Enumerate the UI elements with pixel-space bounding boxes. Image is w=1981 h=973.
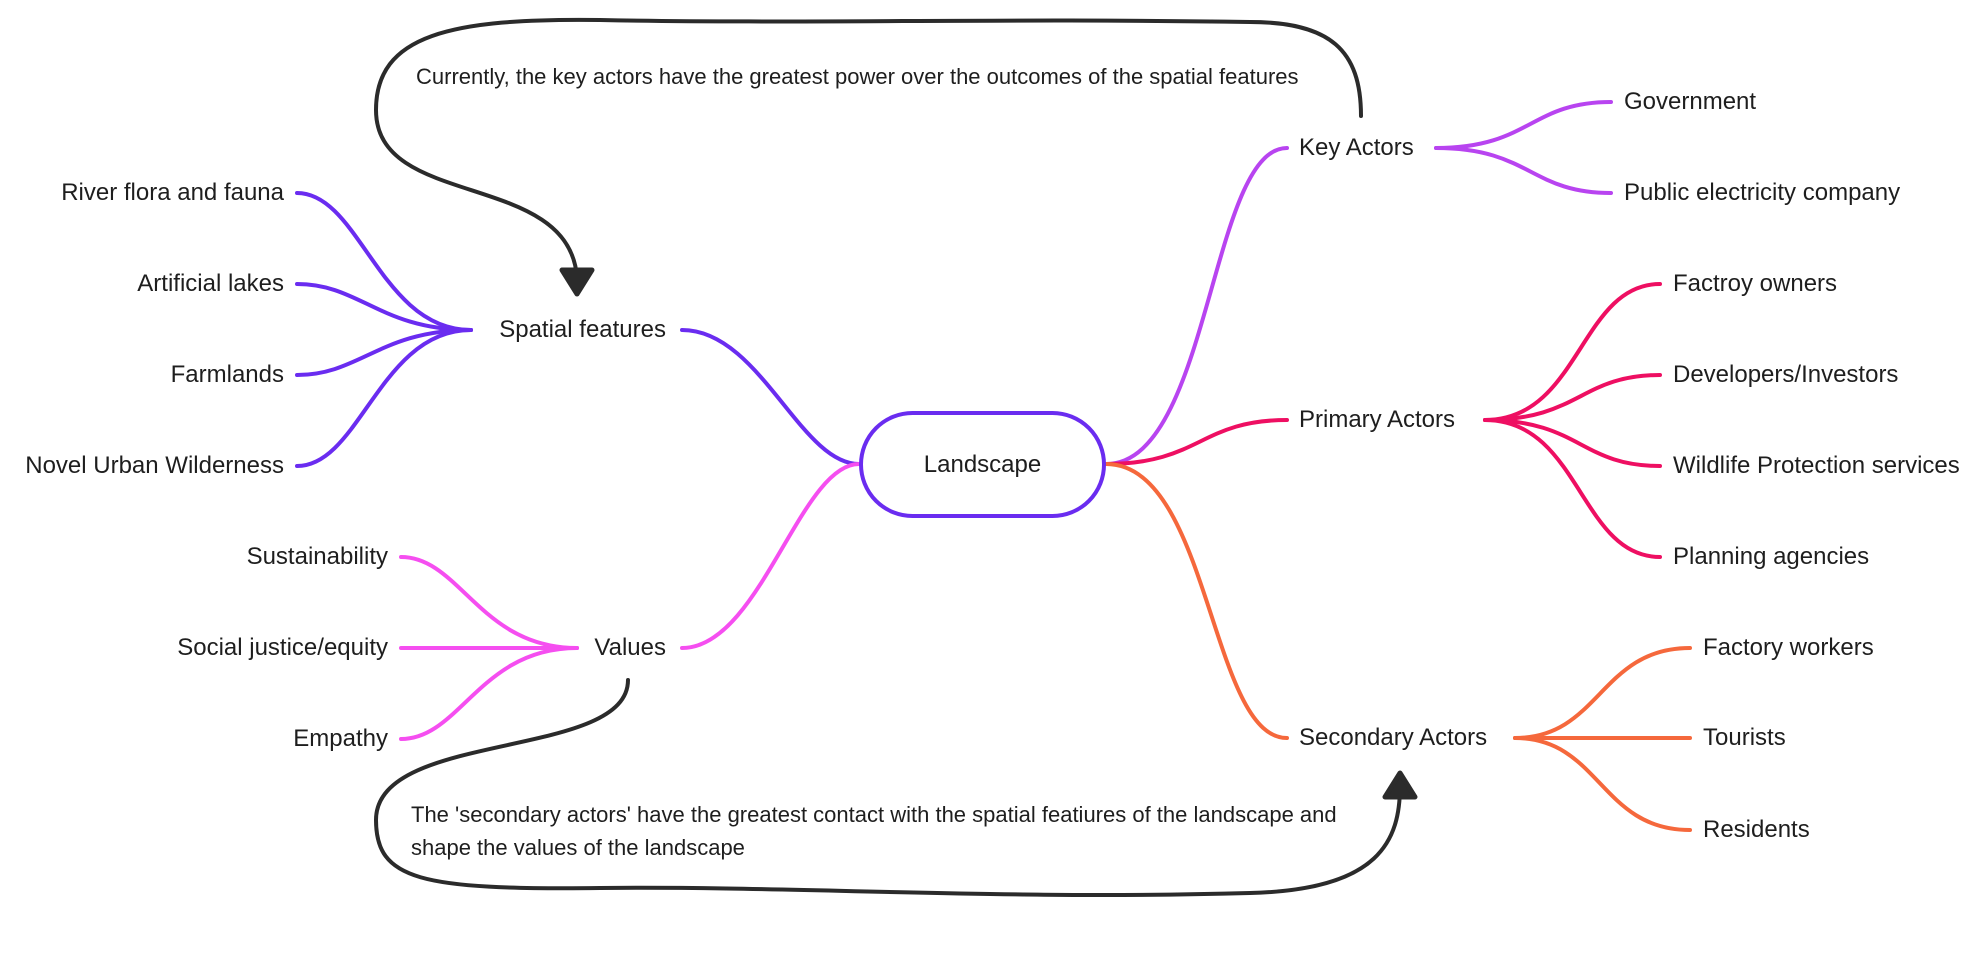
annotation-arrowhead-bottom: [1382, 770, 1418, 800]
connector-root-spatial-features: [680, 328, 861, 466]
annotation-arrow-top[interactable]: [373, 17, 1363, 280]
branch-spatial-features[interactable]: Spatial features: [499, 316, 666, 343]
primary-actors-item[interactable]: Developers/Investors: [1673, 361, 1899, 388]
connector-spatial-item: [295, 328, 473, 377]
values-item[interactable]: Empathy: [293, 725, 388, 752]
connector-secondary-item: [1513, 736, 1692, 832]
secondary-actors-item[interactable]: Residents: [1703, 816, 1810, 843]
connector-primary-item: [1483, 418, 1662, 559]
spatial-item[interactable]: Artificial lakes: [137, 270, 284, 297]
connector-secondary-item: [1513, 646, 1692, 740]
central-topic-label: Landscape: [923, 450, 1042, 478]
primary-actors-item[interactable]: Wildlife Protection services: [1673, 452, 1960, 479]
connector-primary-item: [1483, 418, 1662, 468]
branch-key-actors[interactable]: Key Actors: [1299, 134, 1414, 161]
branch-values[interactable]: Values: [594, 634, 666, 661]
connector-spatial-item: [295, 191, 473, 332]
connector-key-item: [1434, 100, 1613, 150]
branch-secondary-actors[interactable]: Secondary Actors: [1299, 724, 1488, 751]
key-actors-item[interactable]: Public electricity company: [1624, 179, 1901, 206]
connector-values-item: [399, 555, 579, 650]
connector-root-primary-actors: [1104, 418, 1289, 466]
annotation-note-top[interactable]: Currently, the key actors have the great…: [416, 64, 1299, 89]
primary-actors-item[interactable]: Factroy owners: [1673, 270, 1838, 297]
secondary-actors-item[interactable]: Factory workers: [1703, 634, 1874, 661]
annotation-note-bottom[interactable]: The 'secondary actors' have the greatest…: [411, 802, 1337, 860]
central-topic-landscape[interactable]: Landscape: [859, 411, 1106, 518]
secondary-actors-item[interactable]: Tourists: [1703, 724, 1786, 751]
primary-actors-item[interactable]: Planning agencies: [1673, 543, 1870, 570]
connector-primary-item: [1483, 282, 1662, 422]
connector-root-values: [680, 462, 861, 650]
branch-primary-actors[interactable]: Primary Actors: [1299, 406, 1456, 433]
spatial-item[interactable]: Novel Urban Wilderness: [25, 452, 284, 479]
key-actors-item[interactable]: Government: [1624, 88, 1757, 115]
connector-spatial-item: [295, 328, 473, 468]
values-item[interactable]: Social justice/equity: [177, 634, 388, 661]
annotation-arrowhead-top: [559, 267, 595, 297]
connector-primary-item: [1483, 373, 1662, 422]
spatial-item[interactable]: Farmlands: [170, 361, 284, 388]
connector-values-item: [399, 646, 579, 741]
connector-root-secondary-actors: [1104, 462, 1289, 740]
connector-key-item: [1434, 146, 1613, 195]
annotation-arrow-bottom[interactable]: [373, 678, 1402, 897]
connector-spatial-item: [295, 282, 473, 332]
spatial-item[interactable]: River flora and fauna: [61, 179, 284, 206]
values-item[interactable]: Sustainability: [246, 543, 388, 570]
connector-root-key-actors: [1104, 146, 1289, 466]
